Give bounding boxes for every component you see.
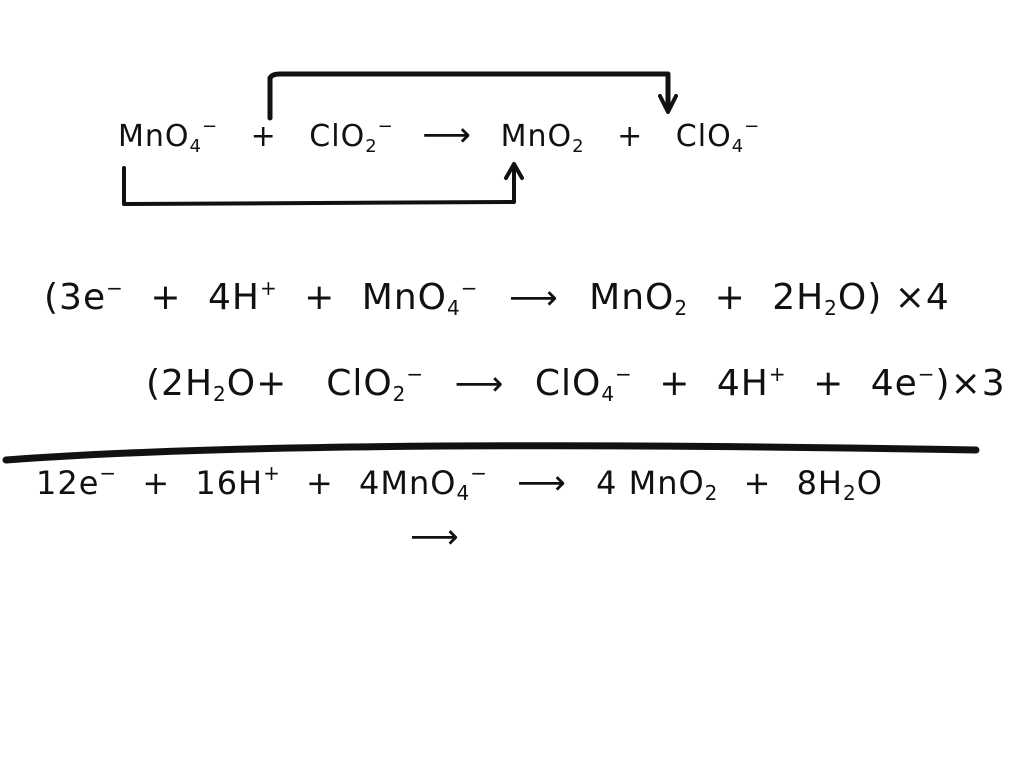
overall-equation: MnO4− + ClO2− ⟶ MnO2 + ClO4− (118, 115, 761, 157)
close-paren: ) (867, 277, 883, 318)
plus-sign: + (659, 363, 691, 404)
manganese-dioxide-product: MnO2 (500, 119, 585, 157)
manganese-dioxide-term: 4 MnO2 (596, 464, 719, 505)
protons-term: 4H+ (207, 276, 278, 318)
permanganate-term: 4MnO4− (359, 461, 488, 505)
electrons-term: 12e− (36, 461, 118, 502)
chlorite-term: ClO2− (326, 362, 425, 406)
plus-sign: + (256, 363, 288, 404)
reaction-arrow: ⟶ (508, 278, 559, 318)
close-paren: ) (935, 363, 951, 404)
oxidation-bracket (267, 71, 671, 121)
protons-term: 4H+ (716, 362, 787, 404)
plus-sign: + (306, 464, 334, 502)
summed-reduction-line: 12e− + 16H+ + 4MnO4− ⟶ 4 MnO2 + 8H2O (36, 461, 883, 505)
open-paren: ( (146, 363, 162, 404)
multiplier: ×3 (950, 363, 1006, 404)
reduction-half-reaction: (3e− + 4H+ + MnO4− ⟶ MnO2 + 2H2O) ×4 (44, 276, 950, 320)
plus-sign: + (617, 119, 644, 154)
oxidation-half-reaction: (2H2O+ ClO2− ⟶ ClO4− + 4H+ + 4e−)×3 (146, 362, 1006, 406)
water-term: 8H2O (796, 464, 883, 505)
open-paren: ( (44, 277, 60, 318)
reaction-arrow: ⟶ (517, 463, 567, 503)
perchlorate-term: ClO4− (534, 362, 633, 406)
protons-term: 16H+ (195, 461, 281, 502)
multiplier: ×4 (894, 277, 950, 318)
permanganate-reactant: MnO4− (118, 116, 219, 157)
sum-divider-line (2, 442, 980, 464)
electrons-term: 3e− (59, 276, 124, 318)
plus-sign: + (150, 277, 182, 318)
in-progress-line: ⟶ (410, 520, 460, 554)
oxidation-bracket-arrowhead (658, 94, 678, 114)
manganese-dioxide-term: MnO2 (589, 277, 689, 320)
plus-sign: + (304, 277, 336, 318)
reaction-arrow: ⟶ (422, 115, 473, 155)
perchlorate-product: ClO4− (675, 116, 761, 157)
reduction-bracket (122, 166, 516, 206)
electrons-term: 4e− (870, 362, 936, 404)
plus-sign: + (743, 464, 772, 502)
reaction-arrow: ⟶ (410, 517, 460, 557)
reduction-bracket-arrowhead (504, 162, 524, 180)
plus-sign: + (142, 464, 171, 502)
chlorite-reactant: ClO2− (309, 116, 394, 157)
water-term: 2H2O (772, 277, 868, 320)
plus-sign: + (813, 363, 845, 404)
reaction-arrow: ⟶ (454, 364, 505, 404)
permanganate-term: MnO4− (361, 276, 479, 320)
plus-sign: + (250, 119, 277, 154)
plus-sign: + (714, 277, 746, 318)
water-term: 2H2O (161, 363, 257, 406)
